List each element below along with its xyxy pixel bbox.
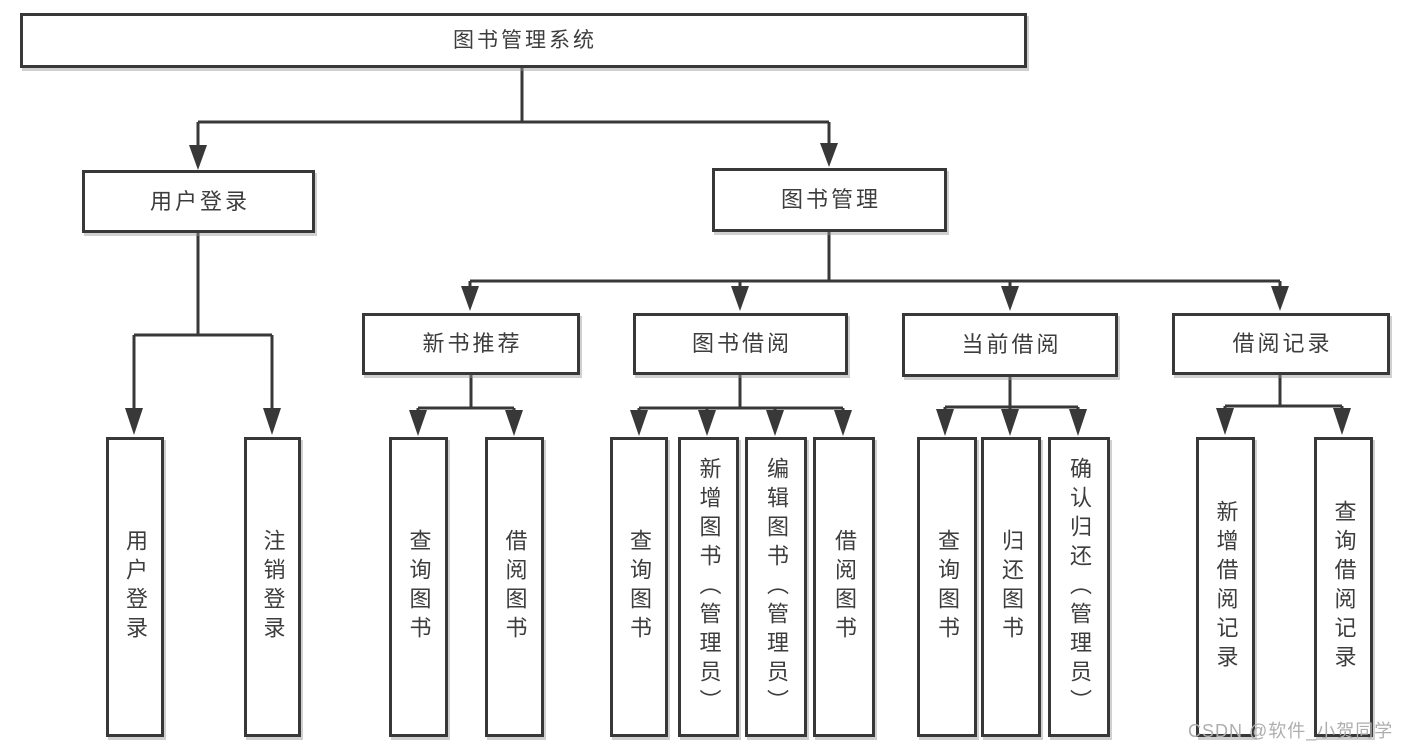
node-new-book-recommend: 新书推荐 bbox=[362, 313, 580, 375]
arrow-icon bbox=[189, 145, 207, 170]
arrow-icon bbox=[1216, 408, 1234, 435]
arrow-icon bbox=[1001, 409, 1019, 436]
arrow-icon bbox=[731, 286, 749, 311]
arrow-icon bbox=[263, 408, 281, 435]
connector-user-login-children bbox=[132, 233, 274, 410]
arrow-icon bbox=[1069, 409, 1087, 436]
node-label: 新增图书（管理员） bbox=[696, 456, 722, 718]
connector-book-borrow-children bbox=[637, 375, 845, 412]
node-label: 当前借阅 bbox=[961, 332, 1062, 357]
leaf-query-book-current: 查询图书 bbox=[917, 437, 977, 737]
leaf-add-book-admin: 新增图书（管理员） bbox=[678, 437, 739, 737]
arrow-icon bbox=[834, 410, 852, 436]
leaf-add-borrow-record: 新增借阅记录 bbox=[1196, 437, 1255, 737]
arrow-icon bbox=[125, 408, 143, 435]
connector-new-book-children bbox=[416, 375, 516, 412]
node-label: 确认归还（管理员） bbox=[1067, 456, 1092, 718]
arrow-icon bbox=[409, 410, 427, 436]
node-label: 图书管理系统 bbox=[453, 29, 597, 52]
leaf-borrow-book: 借阅图书 bbox=[813, 437, 875, 737]
node-label: 归还图书 bbox=[999, 529, 1024, 645]
leaf-logout: 注销登录 bbox=[244, 437, 301, 737]
node-current-borrow: 当前借阅 bbox=[902, 313, 1118, 377]
node-label: 查询借阅记录 bbox=[1331, 500, 1357, 674]
leaf-user-login: 用户登录 bbox=[106, 437, 164, 737]
arrow-icon bbox=[1271, 286, 1289, 311]
connector-book-mgmt-children bbox=[468, 232, 1282, 289]
leaf-query-book-borrow: 查询图书 bbox=[610, 437, 668, 737]
node-label: 借阅记录 bbox=[1232, 331, 1333, 356]
arrow-icon bbox=[698, 410, 716, 436]
node-label: 新增借阅记录 bbox=[1213, 500, 1239, 674]
node-label: 借阅图书 bbox=[502, 529, 528, 645]
node-label: 用户登录 bbox=[123, 529, 148, 645]
connector-borrow-record-children bbox=[1223, 375, 1344, 410]
node-book-borrow: 图书借阅 bbox=[633, 313, 848, 375]
node-label: 查询图书 bbox=[935, 529, 960, 645]
arrow-icon bbox=[461, 286, 479, 311]
node-book-management: 图书管理 bbox=[712, 168, 947, 232]
connector-current-borrow-children bbox=[943, 377, 1080, 411]
leaf-edit-book-admin: 编辑图书（管理员） bbox=[745, 437, 807, 737]
arrowheads bbox=[125, 143, 1351, 436]
arrow-icon bbox=[1333, 408, 1351, 435]
node-label: 用户登录 bbox=[149, 188, 250, 214]
arrow-icon bbox=[630, 410, 648, 436]
arrow-icon bbox=[820, 143, 838, 167]
connector-lines bbox=[132, 68, 1344, 412]
leaf-query-borrow-record: 查询借阅记录 bbox=[1314, 437, 1373, 737]
node-label: 注销登录 bbox=[260, 529, 286, 645]
node-label: 查询图书 bbox=[406, 529, 432, 645]
node-label: 图书管理 bbox=[780, 187, 881, 212]
node-label: 查询图书 bbox=[627, 529, 652, 645]
node-label: 图书借阅 bbox=[691, 331, 792, 356]
connector-root-to-level2 bbox=[196, 68, 831, 147]
node-label: 新书推荐 bbox=[422, 331, 523, 356]
node-borrow-record: 借阅记录 bbox=[1172, 313, 1390, 375]
node-label: 借阅图书 bbox=[832, 529, 857, 645]
arrow-icon bbox=[766, 410, 784, 436]
watermark-text: CSDN @软件_小贺同学 bbox=[1188, 721, 1394, 741]
node-user-login: 用户登录 bbox=[82, 170, 315, 233]
node-label: 编辑图书（管理员） bbox=[764, 456, 789, 718]
leaf-return-book: 归还图书 bbox=[981, 437, 1041, 737]
leaf-query-book-recommend: 查询图书 bbox=[389, 437, 448, 737]
arrow-icon bbox=[1001, 286, 1019, 311]
leaf-confirm-return-admin: 确认归还（管理员） bbox=[1048, 437, 1110, 737]
arrow-icon bbox=[936, 409, 954, 436]
node-root-system: 图书管理系统 bbox=[20, 13, 1027, 68]
leaf-borrow-book-recommend: 借阅图书 bbox=[485, 437, 544, 737]
arrow-icon bbox=[505, 410, 523, 436]
